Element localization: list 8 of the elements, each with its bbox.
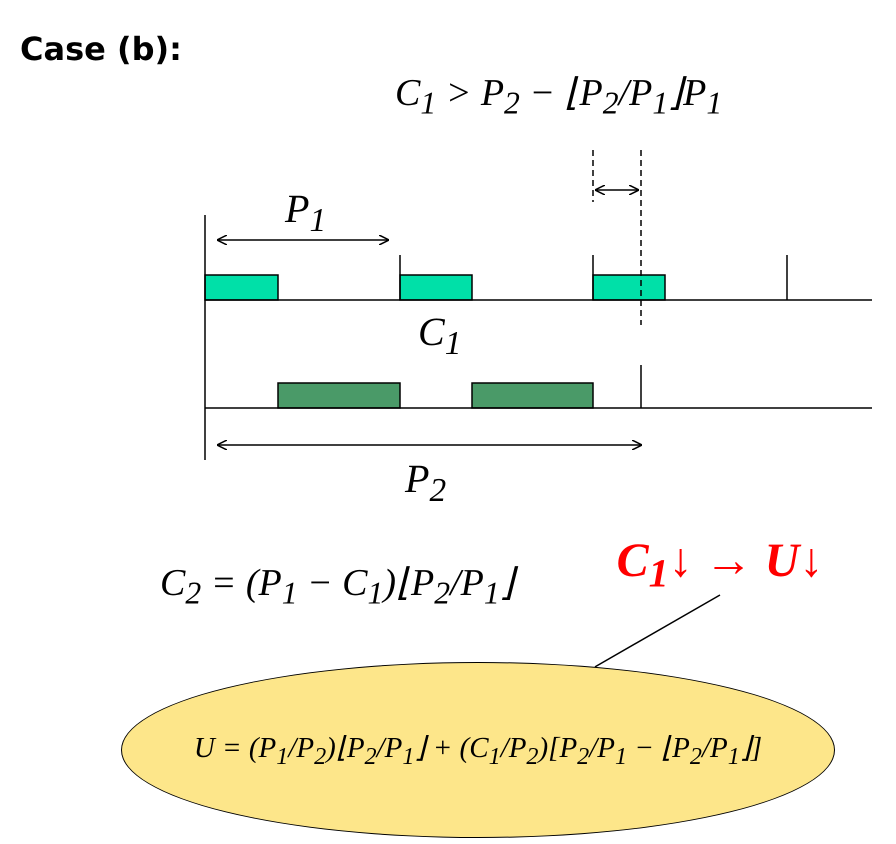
formula: U = (P$_{1}$/P$_{2}$)⌊P$_{2}$/P$_{1}$⌋ + (C$_{1}$/P$_{2}$)[P$_{2}$/P$_{1}$ − ⌊P$_{2}$/P$_{1}$⌋] bbox=[194, 730, 762, 770]
leader-line bbox=[594, 594, 720, 668]
conclusion-text: C$_{1}$↓ → U↓ bbox=[555, 535, 885, 595]
formula: C$_{1}$ > P$_{2}$ − ⌊P$_{2}$/P$_{1}$⌋P$_{1}$ bbox=[395, 71, 722, 122]
period-label: P$_{1}$ bbox=[285, 185, 326, 240]
period-label: P$_{2}$ bbox=[405, 455, 446, 510]
heading: Case (b): bbox=[20, 30, 182, 68]
execution-time-label: C$_{1}$ bbox=[418, 308, 462, 363]
